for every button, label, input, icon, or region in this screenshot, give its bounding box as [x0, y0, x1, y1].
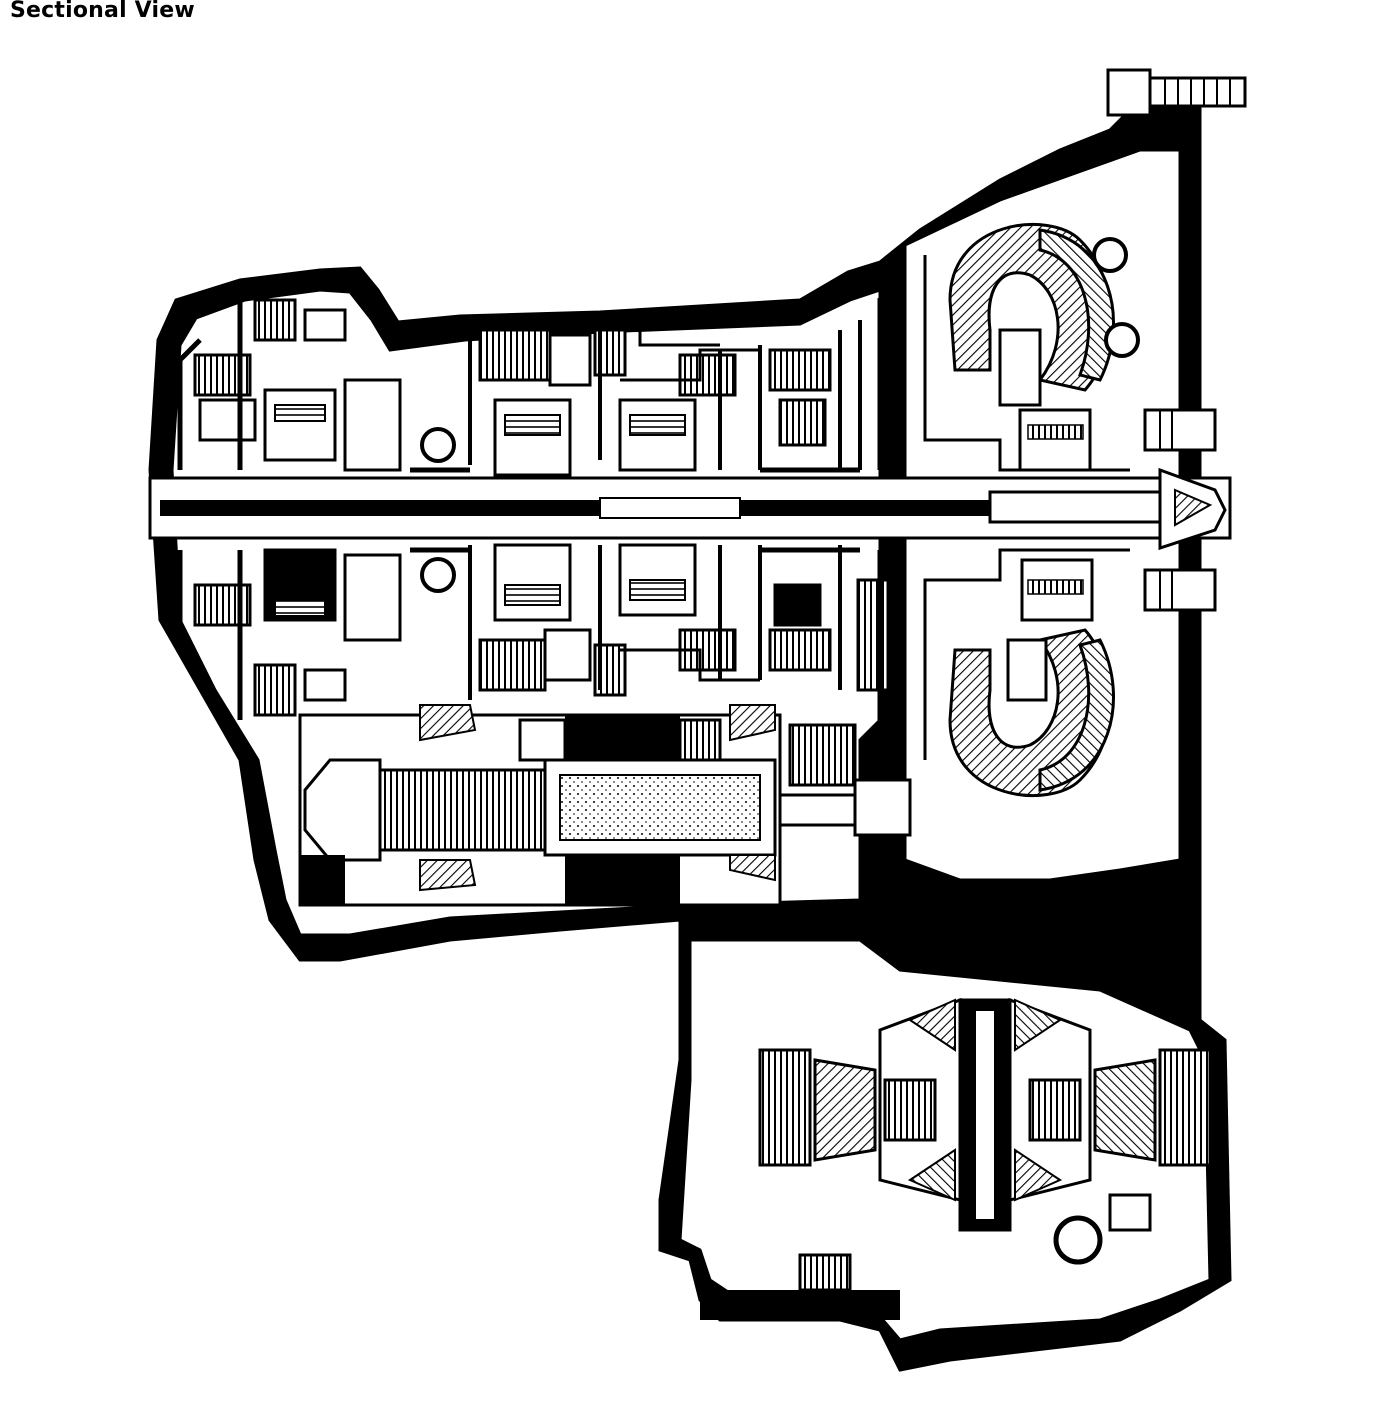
- page-title: Sectional View: [10, 0, 195, 23]
- differential-assembly: [700, 997, 1212, 1320]
- clutch-packs-upper: [468, 320, 862, 477]
- torque-converter: [923, 222, 1217, 798]
- counter-shaft: [298, 704, 912, 907]
- mounting-bolt: [1106, 68, 1247, 117]
- left-end-gearing: [193, 298, 456, 717]
- clutch-packs-lower: [468, 543, 890, 700]
- hydraulic-passages: [177, 287, 907, 940]
- input-shaft: [148, 467, 1232, 551]
